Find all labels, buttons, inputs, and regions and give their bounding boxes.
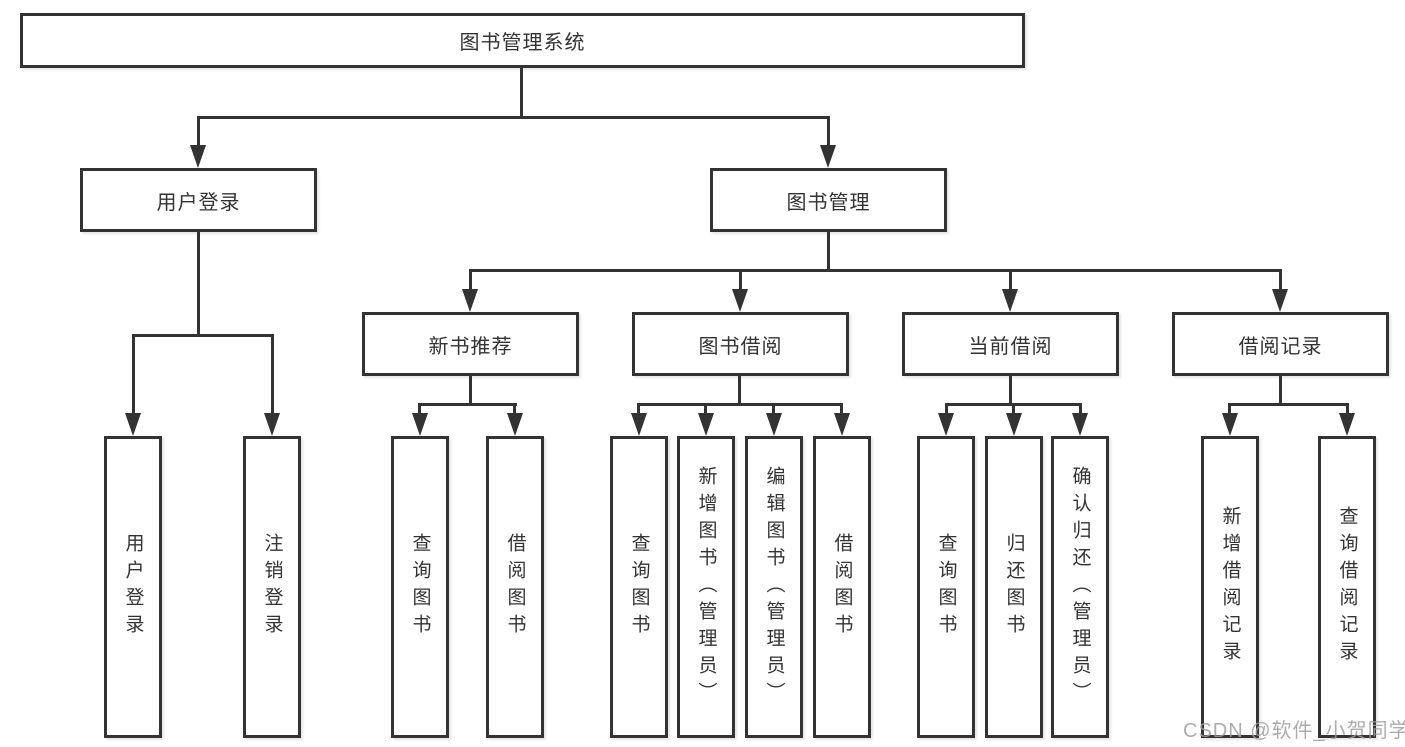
connector-line [197, 232, 200, 337]
node-book-borrowing: 图书借阅 [632, 312, 849, 376]
leaf-add-books-admin: 新增图书（管理员） [677, 436, 735, 738]
connector-line [1228, 403, 1231, 415]
leaf-label: 查询图书 [409, 533, 431, 641]
leaf-label: 归还图书 [1003, 533, 1025, 641]
connector-line [197, 116, 200, 146]
leaf-label: 新增图书（管理员） [695, 465, 717, 709]
arrowhead-down [507, 413, 523, 436]
connector-line [840, 403, 843, 415]
connector-line [132, 334, 274, 337]
leaf-query-books-current: 查询图书 [917, 436, 975, 738]
leaf-confirm-return-admin: 确认归还（管理员） [1051, 436, 1109, 738]
connector-line [1346, 403, 1349, 415]
node-label: 图书管理系统 [459, 32, 586, 54]
connector-line [1228, 403, 1348, 406]
arrowhead-down [766, 413, 782, 436]
arrowhead-down [412, 413, 428, 436]
node-label: 当前借阅 [968, 335, 1053, 358]
arrowhead-down [1002, 289, 1018, 312]
arrowhead-down [462, 289, 478, 312]
connector-line [1009, 269, 1012, 290]
leaf-borrow-books-borrowing: 借阅图书 [813, 436, 871, 738]
connector-line [1079, 403, 1082, 415]
leaf-return-books: 归还图书 [985, 436, 1043, 738]
connector-line [827, 232, 830, 272]
connector-line [1009, 376, 1012, 406]
arrowhead-down [938, 413, 954, 436]
connector-line [271, 334, 274, 413]
arrowhead-down [1339, 413, 1355, 436]
leaf-add-borrow-record: 新增借阅记录 [1201, 436, 1259, 738]
arrowhead-down [125, 413, 141, 436]
leaf-label: 借阅图书 [504, 533, 526, 641]
leaf-label: 注销登录 [261, 533, 283, 641]
leaf-label: 查询借阅记录 [1336, 506, 1358, 668]
leaf-logout: 注销登录 [243, 436, 301, 738]
watermark: CSDN @软件_小贺同学 [1183, 720, 1405, 742]
node-label: 借阅记录 [1238, 335, 1323, 358]
arrowhead-down [820, 145, 836, 168]
node-current-borrowing: 当前借阅 [902, 312, 1119, 376]
arrowhead-down [698, 413, 714, 436]
node-book-management: 图书管理 [710, 168, 947, 232]
leaf-label: 借阅图书 [831, 533, 853, 641]
leaf-edit-books-admin: 编辑图书（管理员） [745, 436, 803, 738]
arrowhead-down [190, 145, 206, 168]
leaf-label: 新增借阅记录 [1219, 506, 1241, 668]
arrowhead-down [1272, 289, 1288, 312]
leaf-label: 查询图书 [628, 533, 650, 641]
connector-line [637, 403, 843, 406]
node-label: 图书借阅 [698, 335, 783, 358]
leaf-label: 确认归还（管理员） [1069, 465, 1091, 709]
leaf-query-books-recommend: 查询图书 [391, 436, 449, 738]
connector-line [197, 116, 830, 119]
connector-line [827, 116, 830, 146]
node-library-system: 图书管理系统 [20, 13, 1025, 68]
node-label: 新书推荐 [428, 335, 513, 358]
leaf-query-borrow-record: 查询借阅记录 [1318, 436, 1376, 738]
leaf-label: 用户登录 [122, 533, 144, 641]
connector-line [132, 334, 135, 413]
connector-line [469, 269, 472, 290]
connector-line [513, 403, 516, 415]
node-new-book-recommendation: 新书推荐 [362, 312, 579, 376]
connector-line [704, 403, 707, 415]
leaf-query-books-borrowing: 查询图书 [610, 436, 668, 738]
connector-line [637, 403, 640, 415]
connector-line [469, 269, 1282, 272]
connector-line [772, 403, 775, 415]
node-label: 用户登录 [156, 191, 241, 214]
arrowhead-down [732, 289, 748, 312]
arrowhead-down [1222, 413, 1238, 436]
arrowhead-down [631, 413, 647, 436]
connector-line [1279, 376, 1282, 406]
connector-line [738, 376, 741, 406]
connector-line [418, 403, 517, 406]
arrowhead-down [264, 413, 280, 436]
arrowhead-down [834, 413, 850, 436]
connector-line [469, 376, 472, 406]
connector-line [418, 403, 421, 415]
connector-line [739, 269, 742, 290]
leaf-label: 编辑图书（管理员） [763, 465, 785, 709]
connector-line [520, 68, 523, 118]
connector-line [945, 403, 948, 415]
connector-line [1012, 403, 1015, 415]
node-label: 图书管理 [786, 191, 871, 214]
node-user-login: 用户登录 [80, 168, 317, 232]
connector-line [1279, 269, 1282, 290]
leaf-user-login: 用户登录 [104, 436, 162, 738]
leaf-label: 查询图书 [935, 533, 957, 641]
arrowhead-down [1006, 413, 1022, 436]
leaf-borrow-books-recommend: 借阅图书 [486, 436, 544, 738]
node-borrowing-records: 借阅记录 [1172, 312, 1389, 376]
arrowhead-down [1072, 413, 1088, 436]
